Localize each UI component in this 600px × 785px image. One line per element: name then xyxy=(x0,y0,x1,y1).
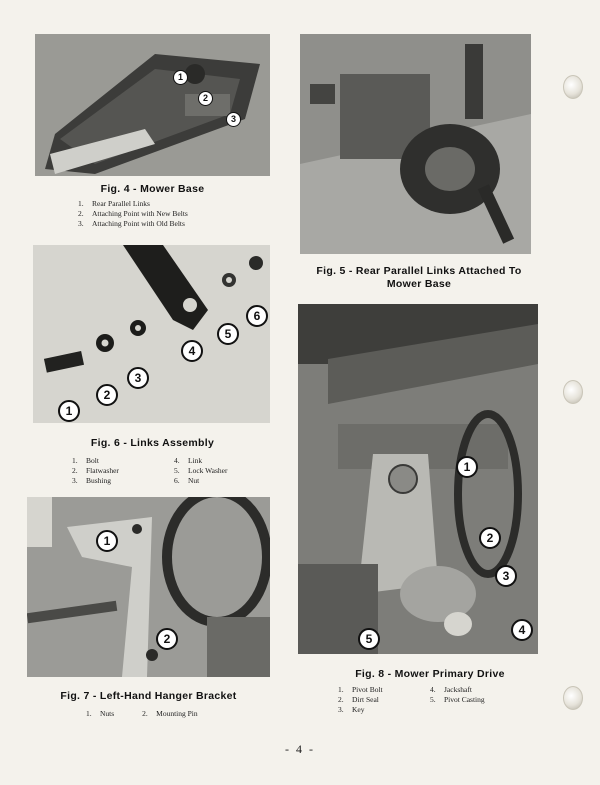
fig8-legend-item: 4.Jackshaft xyxy=(430,685,472,694)
fig4-caption: Fig. 4 - Mower Base xyxy=(100,183,205,195)
fig8-photo xyxy=(298,304,538,654)
fig8-callout-3: 3 xyxy=(495,565,517,587)
fig7-caption: Fig. 7 - Left-Hand Hanger Bracket xyxy=(60,690,237,702)
fig6-legend: 1.Bolt 2.Flatwasher 3.Bushing 4.Link 5.L… xyxy=(72,456,249,486)
fig4-photo xyxy=(35,34,270,176)
fig4-callout-3: 3 xyxy=(226,112,241,127)
fig8-legend-right: 4.Jackshaft 5.Pivot Casting xyxy=(430,685,485,715)
page-number: - 4 - xyxy=(285,742,315,756)
fig8-legend-item: 1.Pivot Bolt xyxy=(338,685,383,694)
binder-hole-bottom xyxy=(563,686,583,710)
fig6-legend-item: 3.Bushing xyxy=(72,476,112,485)
fig6-legend-right: 4.Link 5.Lock Washer 6.Nut xyxy=(174,456,227,486)
fig6-legend-item: 2.Flatwasher xyxy=(72,466,119,475)
fig6-caption: Fig. 6 - Links Assembly xyxy=(90,437,215,449)
fig8-caption: Fig. 8 - Mower Primary Drive xyxy=(355,668,505,680)
fig4-callout-1: 1 xyxy=(173,70,188,85)
fig6-legend-item: 6.Nut xyxy=(174,476,200,485)
fig4-legend-item: 1.Rear Parallel Links xyxy=(78,199,150,208)
fig7-legend-item: 2.Mounting Pin xyxy=(142,709,198,718)
fig6-callout-5: 5 xyxy=(217,323,239,345)
binder-hole-middle xyxy=(563,380,583,404)
binder-hole-top xyxy=(563,75,583,99)
fig4-legend: 1.Rear Parallel Links 2.Attaching Point … xyxy=(78,199,188,229)
fig8-callout-4: 4 xyxy=(511,619,533,641)
fig6-legend-item: 5.Lock Washer xyxy=(174,466,228,475)
fig6-callout-6: 6 xyxy=(246,305,268,327)
fig8-legend-item: 2.Dirt Seal xyxy=(338,695,379,704)
fig7-legend-item: 1.Nuts xyxy=(86,709,115,718)
fig7-photo xyxy=(27,497,270,677)
fig4-callout-2: 2 xyxy=(198,91,213,106)
fig6-legend-item: 4.Link xyxy=(174,456,203,465)
fig6-legend-left: 1.Bolt 2.Flatwasher 3.Bushing xyxy=(72,456,152,486)
fig8-callout-2: 2 xyxy=(479,527,501,549)
fig8-legend-item: 3.Key xyxy=(338,705,365,714)
fig7-callout-1: 1 xyxy=(96,530,118,552)
fig6-callout-2: 2 xyxy=(96,384,118,406)
fig4-legend-item: 3.Attaching Point with Old Belts xyxy=(78,219,185,228)
fig8-legend-item: 5.Pivot Casting xyxy=(430,695,485,704)
fig4-legend-item: 2.Attaching Point with New Belts xyxy=(78,209,188,218)
fig8-legend-left: 1.Pivot Bolt 2.Dirt Seal 3.Key xyxy=(338,685,408,715)
fig6-callout-4: 4 xyxy=(181,340,203,362)
fig5-caption-line2: Mower Base xyxy=(386,278,452,290)
fig6-callout-1: 1 xyxy=(58,400,80,422)
fig7-callout-2: 2 xyxy=(156,628,178,650)
fig8-callout-1: 1 xyxy=(456,456,478,478)
fig6-legend-item: 1.Bolt xyxy=(72,456,99,465)
fig6-callout-3: 3 xyxy=(127,367,149,389)
fig5-photo xyxy=(300,34,531,254)
fig7-legend: 1.Nuts 2.Mounting Pin xyxy=(86,709,198,719)
fig8-callout-5: 5 xyxy=(358,628,380,650)
fig5-caption-line1: Fig. 5 - Rear Parallel Links Attached To xyxy=(316,265,522,277)
fig8-legend: 1.Pivot Bolt 2.Dirt Seal 3.Key 4.Jacksha… xyxy=(338,685,507,715)
